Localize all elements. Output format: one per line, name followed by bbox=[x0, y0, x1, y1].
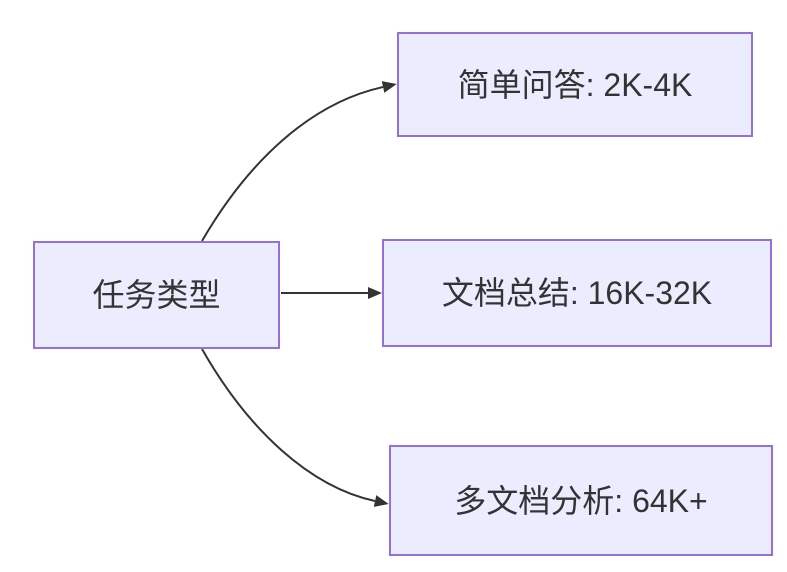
node-simple-qa-label: 简单问答: 2K-4K bbox=[457, 66, 693, 103]
node-simple-qa: 简单问答: 2K-4K bbox=[397, 32, 753, 137]
node-doc-summary-label: 文档总结: 16K-32K bbox=[441, 275, 713, 311]
node-multidoc-analysis: 多文档分析: 64K+ bbox=[389, 445, 773, 556]
edge-task-to-simple-qa bbox=[201, 81, 397, 242]
edge-task-to-multidoc-analysis bbox=[201, 348, 389, 507]
node-task-type-label: 任务类型 bbox=[92, 277, 221, 313]
node-doc-summary: 文档总结: 16K-32K bbox=[382, 239, 772, 347]
node-task-type: 任务类型 bbox=[33, 241, 280, 349]
node-multidoc-analysis-label: 多文档分析: 64K+ bbox=[454, 482, 708, 519]
